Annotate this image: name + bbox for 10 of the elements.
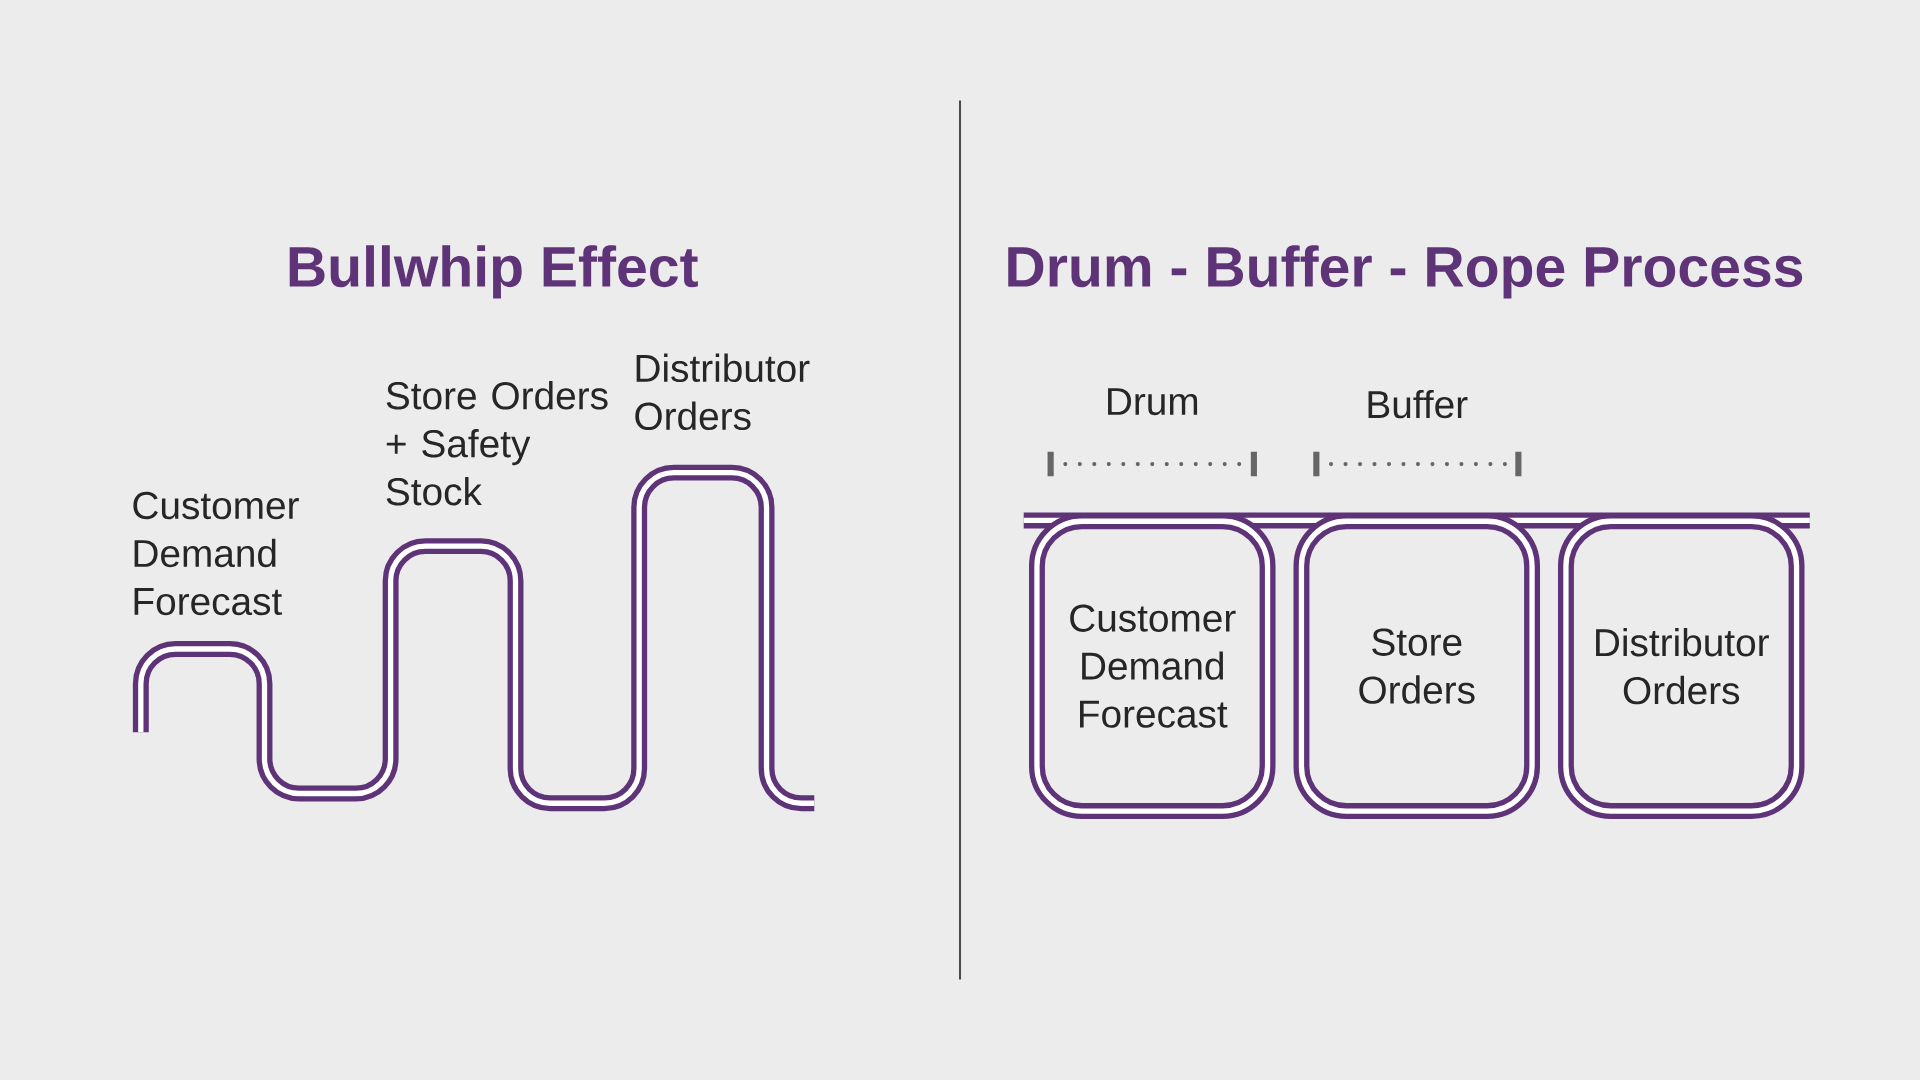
stage-label: Store Orders + Safety Stock bbox=[386, 381, 608, 506]
stage-label: Customer Demand Forecast bbox=[133, 491, 299, 616]
section-label: Buffer bbox=[1368, 389, 1468, 419]
panel-title: Drum - Buffer - Rope Process bbox=[1008, 245, 1803, 299]
process-box: Customer Demand Forecast bbox=[1029, 513, 1276, 819]
process-box: Store Orders bbox=[1293, 513, 1540, 819]
stage-label: Distributor Orders bbox=[635, 353, 810, 431]
process-box: Distributor Orders bbox=[1558, 513, 1805, 819]
section-label: Drum bbox=[1108, 388, 1198, 416]
panel-title: Bullwhip Effect bbox=[289, 245, 698, 299]
